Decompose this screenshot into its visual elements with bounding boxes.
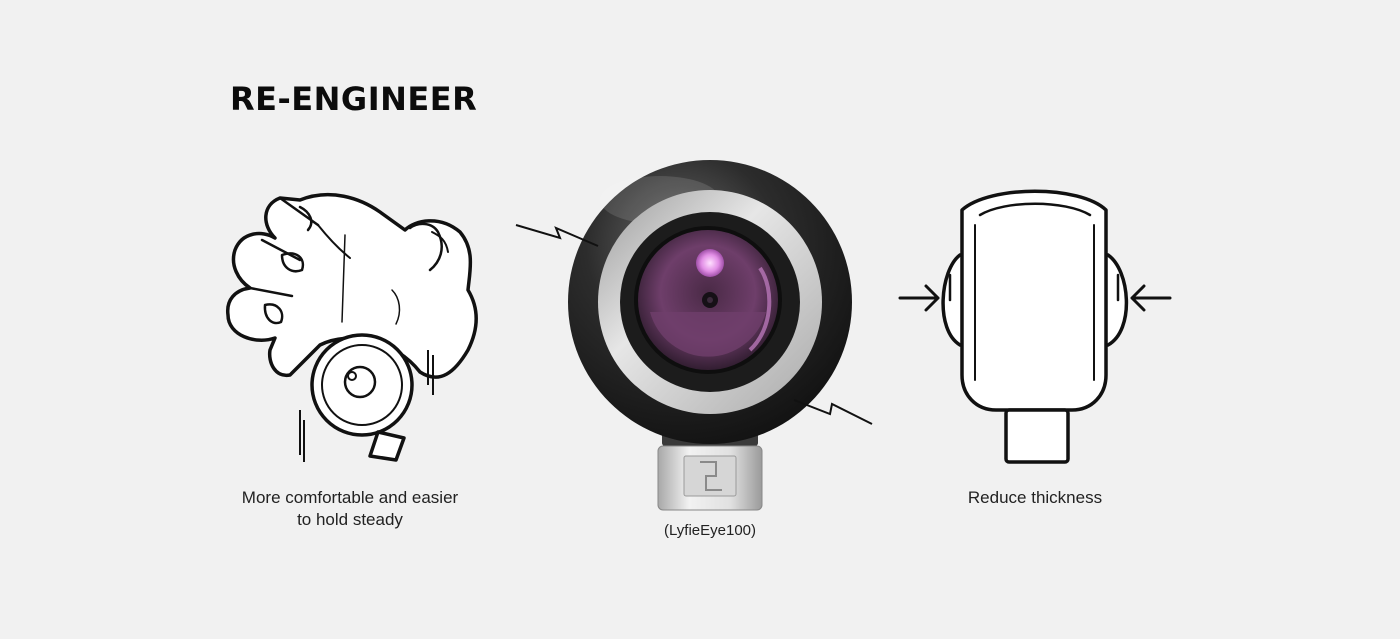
caption-left: More comfortable and easier to hold stea… — [200, 487, 500, 531]
lyfieeye-camera-render — [515, 160, 873, 511]
device-body — [310, 333, 414, 437]
lens-glow — [696, 249, 724, 277]
arrow-left-icon — [1130, 284, 1172, 312]
caption-left-line2: to hold steady — [297, 510, 403, 529]
page-title: RE-ENGINEER — [230, 80, 478, 118]
caption-product-name: (LyfieEye100) — [664, 522, 756, 539]
device-lens — [343, 365, 377, 399]
device-in-hand-illustration — [299, 333, 434, 462]
device-side-body — [960, 189, 1108, 412]
hand-outline — [226, 192, 478, 379]
thickness-side-view-illustration — [898, 189, 1172, 464]
arrow-right-icon — [898, 284, 940, 312]
device-connector — [368, 430, 406, 462]
side-connector — [1004, 408, 1070, 464]
caption-left-line1: More comfortable and easier — [241, 488, 459, 507]
hand-holding-device-illustration — [226, 192, 478, 379]
motion-zigzag-right — [793, 399, 873, 425]
motion-zigzag-left — [515, 224, 599, 247]
side-bulge-left — [941, 253, 962, 347]
caption-right: Reduce thickness — [967, 488, 1103, 507]
